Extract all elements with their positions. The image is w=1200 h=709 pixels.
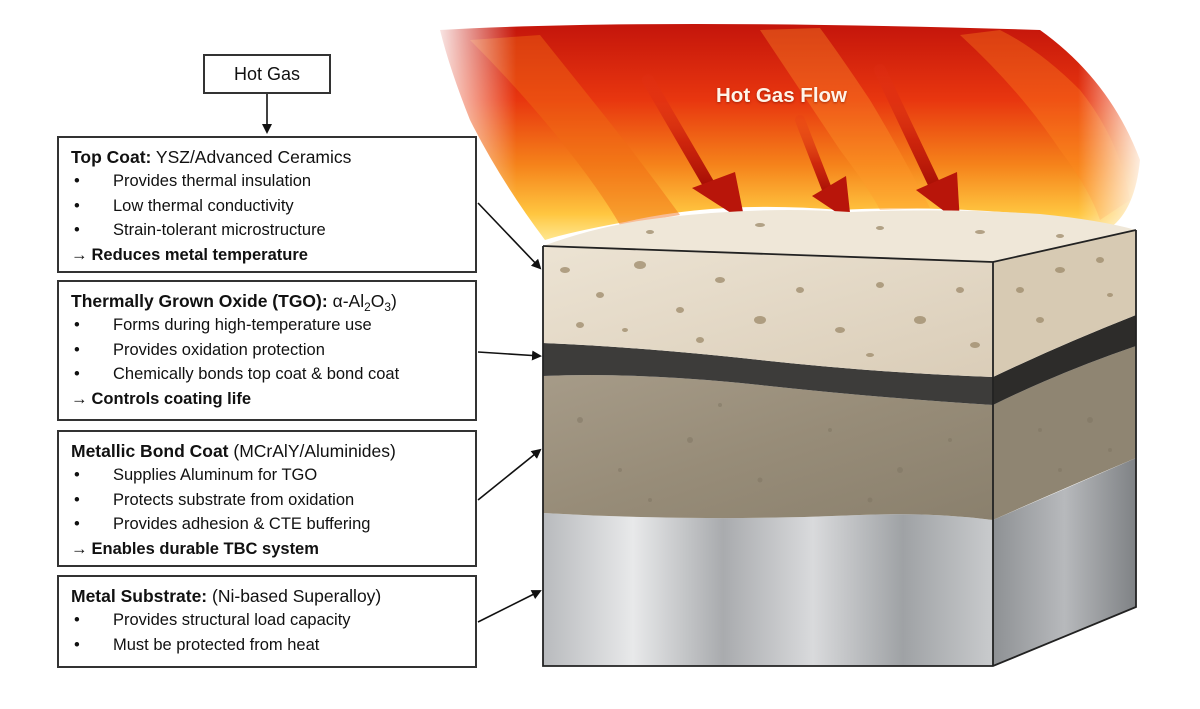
tgo-result-text: Controls coating life (91, 389, 252, 408)
top-coat-bullets: Provides thermal insulation Low thermal … (71, 169, 463, 243)
right-arrow-icon: → (71, 539, 88, 558)
flow-arrow-3 (874, 64, 960, 223)
flow-arrow-2 (795, 115, 851, 222)
flame-region (430, 20, 1150, 240)
top-coat-result-text: Reduces metal temperature (91, 245, 308, 264)
tgo-callout: Thermally Grown Oxide (TGO): α-Al2O3) Fo… (57, 280, 477, 421)
hot-gas-flow-arrows (642, 64, 960, 223)
leader-tgo (477, 350, 542, 361)
tgo-result: →Controls coating life (71, 387, 463, 411)
leader-substrate (477, 590, 542, 623)
bond-coat-bullets: Supplies Aluminum for TGO Protects subst… (71, 463, 463, 537)
top-coat-material: YSZ/Advanced Ceramics (155, 147, 352, 167)
hot-gas-label: Hot Gas (203, 54, 331, 94)
bullet-item: Provides thermal insulation (71, 169, 463, 194)
right-arrow-icon: → (71, 389, 88, 408)
bond-coat-name: Metallic Bond Coat (71, 441, 229, 461)
tgo-layer (543, 315, 1136, 405)
right-arrow-icon: → (71, 245, 88, 264)
bullet-item: Forms during high-temperature use (71, 313, 463, 338)
substrate-title: Metal Substrate: (Ni-based Superalloy) (71, 584, 463, 608)
bond-coat-material: (MCrAlY/Aluminides) (233, 441, 396, 461)
bullet-item: Chemically bonds top coat & bond coat (71, 362, 463, 387)
substrate-material: (Ni-based Superalloy) (212, 586, 382, 606)
top-coat-callout: Top Coat: YSZ/Advanced Ceramics Provides… (57, 136, 477, 273)
substrate-layer (543, 458, 1136, 666)
leader-bond-coat (477, 448, 542, 501)
tgo-material: α-Al2O3) (332, 291, 397, 315)
top-coat-name: Top Coat: (71, 147, 152, 167)
bond-coat-title: Metallic Bond Coat (MCrAlY/Aluminides) (71, 439, 463, 463)
flow-arrow-1 (642, 74, 745, 222)
substrate-name: Metal Substrate: (71, 586, 208, 606)
bond-coat-callout: Metallic Bond Coat (MCrAlY/Aluminides) S… (57, 430, 477, 567)
tgo-title: Thermally Grown Oxide (TGO): α-Al2O3) (71, 289, 463, 313)
bond-coat-result-text: Enables durable TBC system (91, 539, 319, 558)
bullet-item: Low thermal conductivity (71, 194, 463, 219)
tgo-bullets: Forms during high-temperature use Provid… (71, 313, 463, 387)
substrate-bullets: Provides structural load capacity Must b… (71, 608, 463, 657)
bullet-item: Provides adhesion & CTE buffering (71, 512, 463, 537)
bullet-item: Strain-tolerant microstructure (71, 218, 463, 243)
tgo-name: Thermally Grown Oxide (TGO): (71, 291, 328, 311)
bullet-item: Must be protected from heat (71, 633, 463, 658)
bullet-item: Provides oxidation protection (71, 338, 463, 363)
bond-coat-result: →Enables durable TBC system (71, 537, 463, 561)
bullet-item: Protects substrate from oxidation (71, 488, 463, 513)
hot-gas-flow-label: Hot Gas Flow (716, 84, 847, 107)
block-outline (542, 229, 1137, 667)
substrate-callout: Metal Substrate: (Ni-based Superalloy) P… (57, 575, 477, 668)
bullet-item: Provides structural load capacity (71, 608, 463, 633)
top-coat-title: Top Coat: YSZ/Advanced Ceramics (71, 145, 463, 169)
leader-top-coat (477, 202, 542, 270)
top-coat-result: →Reduces metal temperature (71, 243, 463, 267)
bond-coat-layer (543, 346, 1136, 520)
bullet-item: Supplies Aluminum for TGO (71, 463, 463, 488)
leader-arrows (477, 202, 542, 623)
top-coat-layer (543, 210, 1136, 377)
